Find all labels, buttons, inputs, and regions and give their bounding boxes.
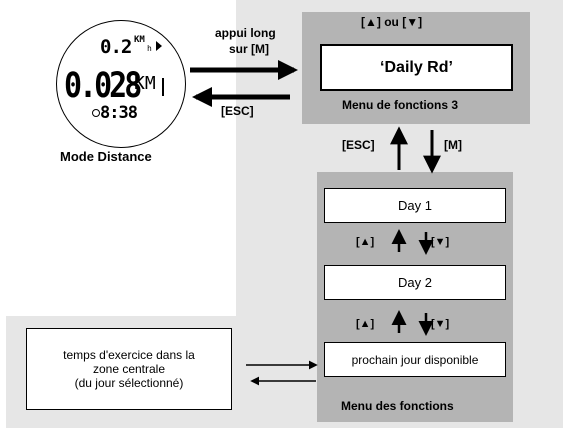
nav-up-key-2: [▲] [356,318,375,330]
top-menu-caption: Menu de fonctions 3 [342,98,459,112]
nav-down-key-2: [▼] [431,318,450,330]
watch-indicator-icon [156,41,162,51]
menu-item-next-day: prochain jour disponible [324,342,506,377]
forward-label-line2: sur [M] [229,42,269,56]
watch-side-indicator-icon [162,78,164,96]
watch-top-value: 0.2 [100,36,132,58]
watch-face [56,20,186,148]
top-menu-item-label: ‘Daily Rd’ [380,58,453,76]
menu-item-day-1-label: Day 1 [398,198,432,213]
watch-alarm-icon [92,109,100,117]
top-menu-item: ‘Daily Rd’ [320,44,513,91]
info-line-2: zone centrale [92,362,166,376]
nav-up-key-1: [▲] [356,236,375,248]
function-menu-caption: Menu des fonctions [341,399,454,413]
watch-main-value: 0.028 [64,66,142,107]
info-box: temps d'exercice dans la zone centrale (… [26,328,232,410]
watch-main-unit: KM [134,73,156,94]
nav-down-key-1: [▼] [431,236,450,248]
vertical-down-label: [M] [444,138,462,152]
menu-item-next-day-label: prochain jour disponible [351,352,479,367]
watch-caption: Mode Distance [60,149,152,164]
vertical-up-label: [ESC] [342,138,375,152]
top-menu-nav-hint: [▲] ou [▼] [361,15,423,29]
back-label: [ESC] [221,104,254,118]
menu-item-day-1: Day 1 [324,188,506,223]
forward-label-line1: appui long [215,26,276,40]
menu-item-day-2: Day 2 [324,265,506,300]
watch-top-unit-sub: h [147,44,152,53]
watch-top-unit: KM [134,35,145,45]
watch-time: 8:38 [100,103,138,123]
info-line-3: (du jour sélectionné) [74,376,184,390]
info-line-1: temps d'exercice dans la [63,348,195,362]
menu-item-day-2-label: Day 2 [398,275,432,290]
